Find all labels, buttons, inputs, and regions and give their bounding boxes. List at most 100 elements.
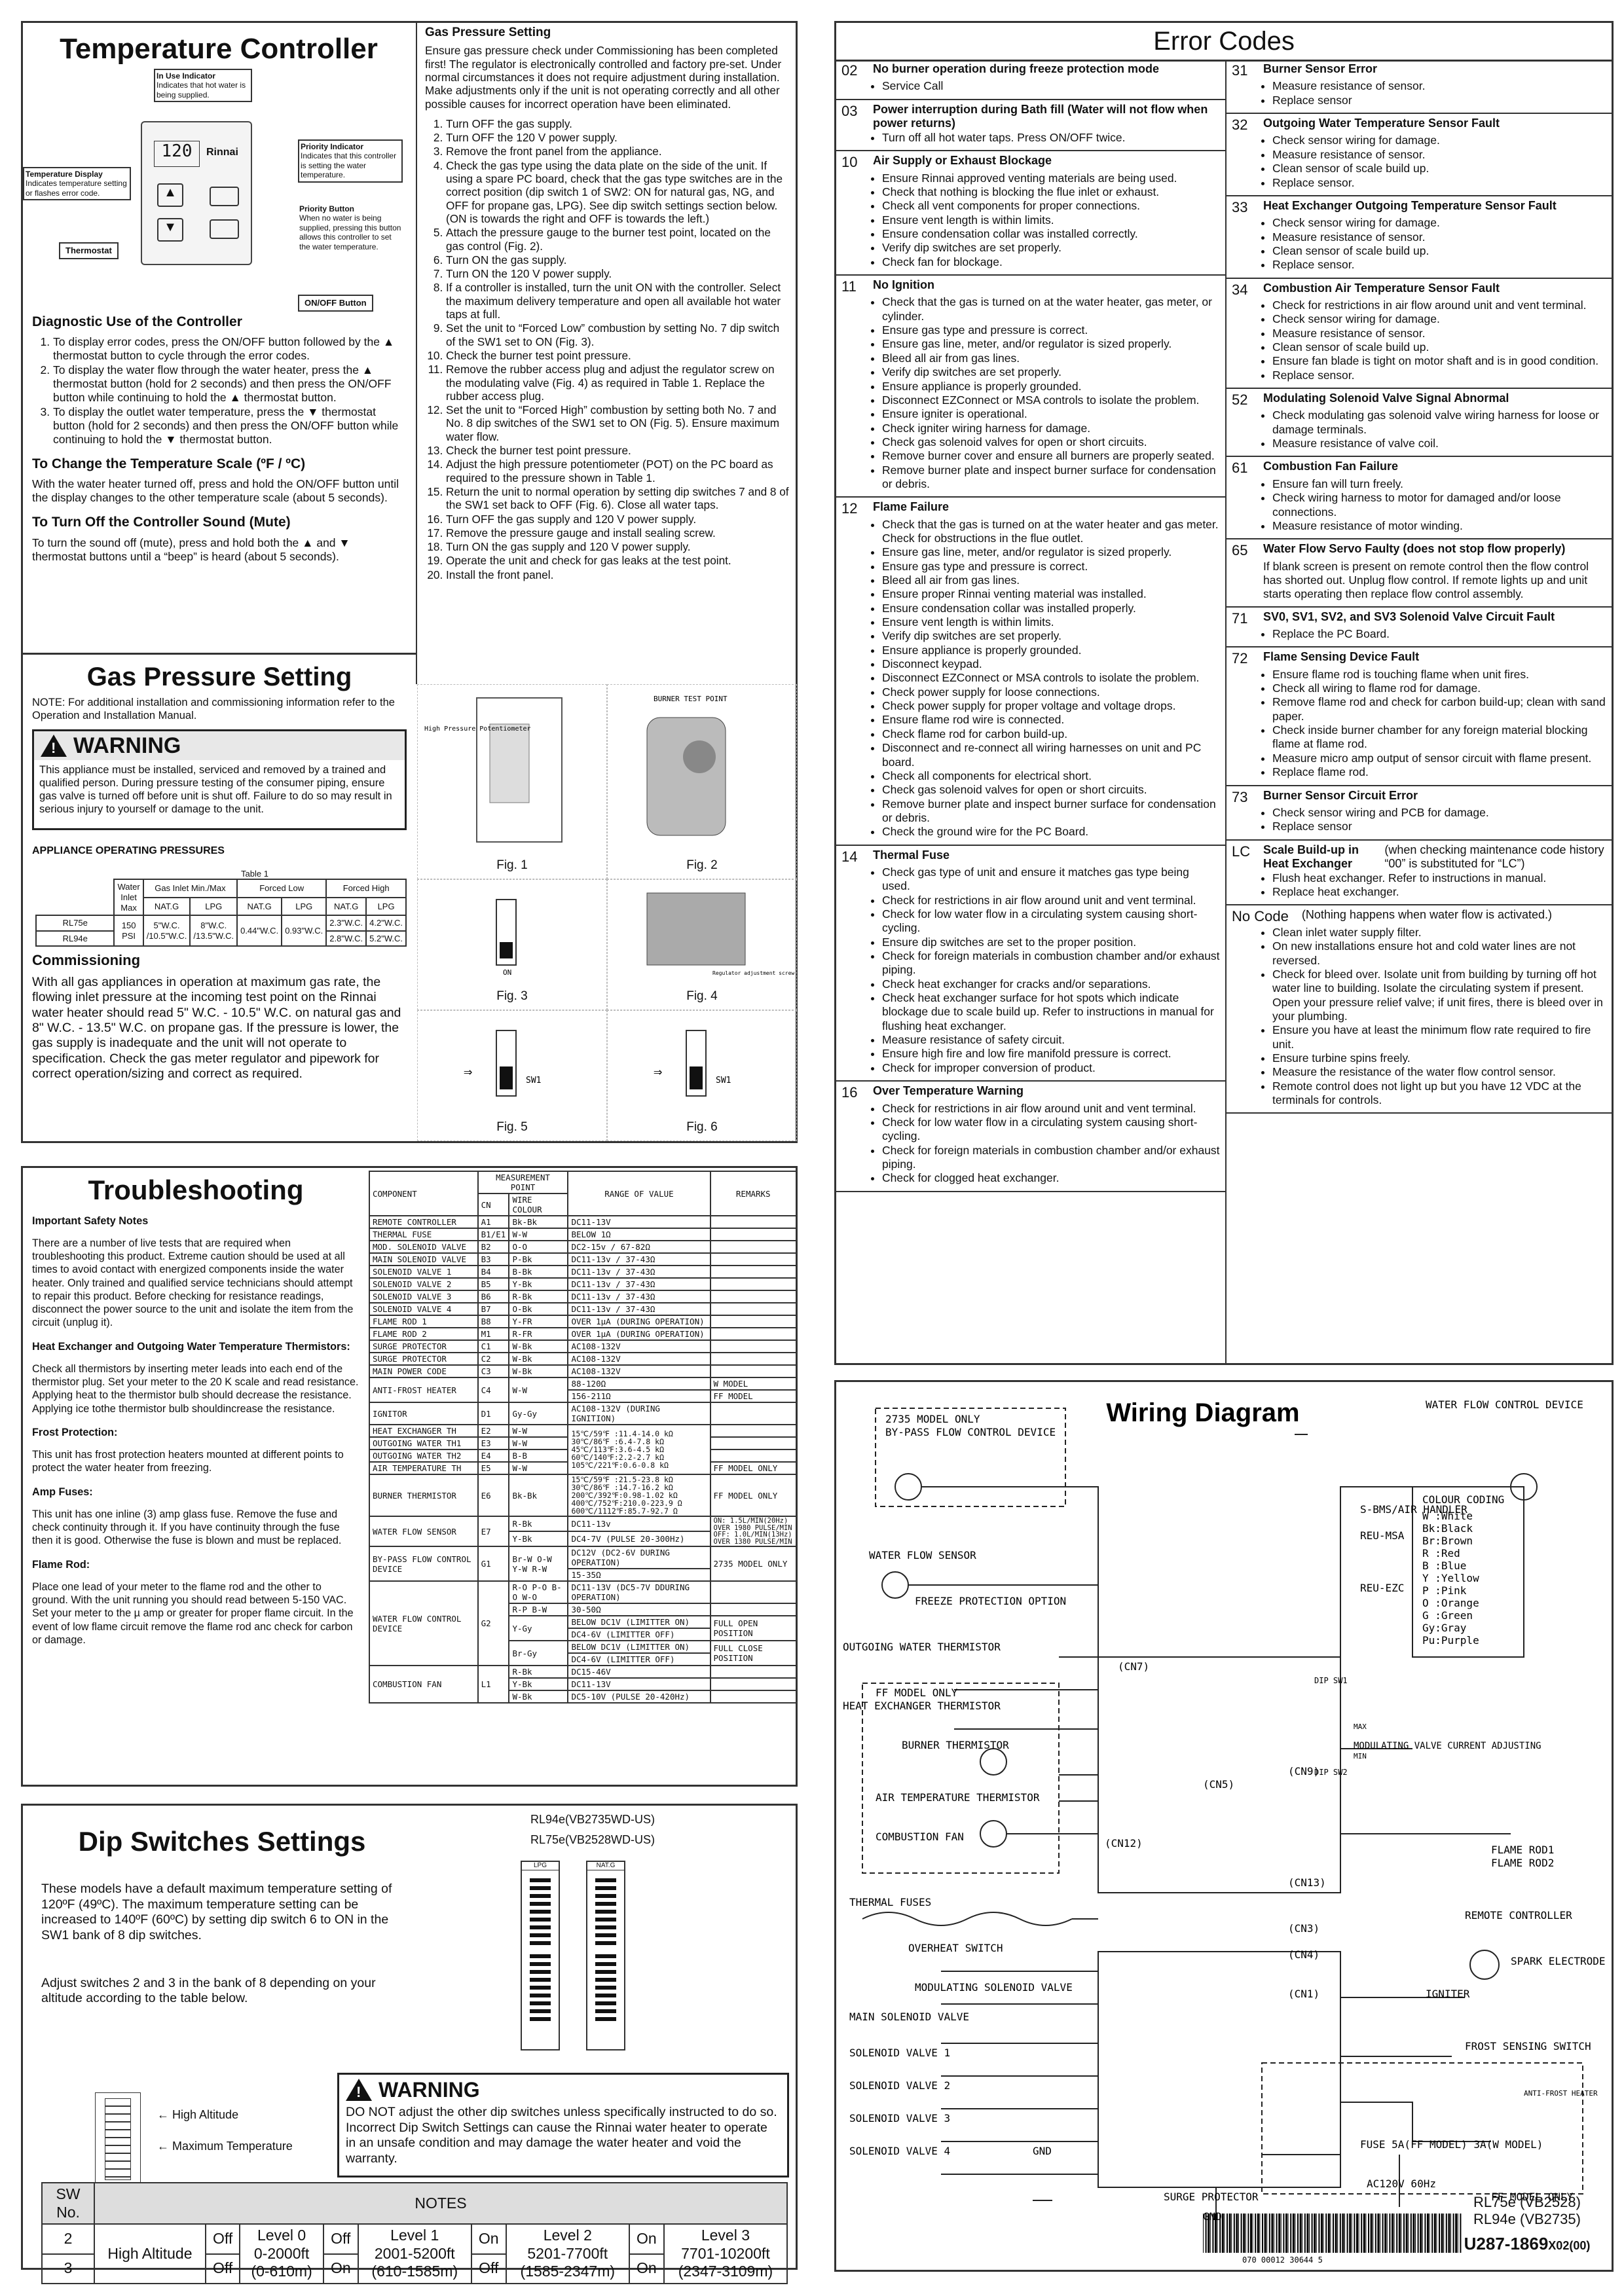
dip-switch-panel: Dip Switches Settings These models have …	[21, 1804, 798, 2284]
label-cn3: (CN3)	[1288, 1922, 1320, 1935]
thermostat-down-button[interactable]: ▼	[157, 218, 183, 242]
table-cell: B8	[477, 1315, 510, 1328]
label-mainsv: MAIN SOLENOID VALVE	[849, 2011, 969, 2023]
barcode-bar	[1238, 2214, 1239, 2253]
label-sv4: SOLENOID VALVE 4	[849, 2145, 950, 2157]
barcode-bar	[1415, 2214, 1416, 2253]
barcode-bar	[1255, 2214, 1257, 2253]
table-cell: AC108-132V	[567, 1352, 711, 1366]
text: LPG	[365, 896, 407, 917]
priority-button[interactable]	[210, 187, 239, 206]
text: R-Bk	[508, 1516, 569, 1533]
text: High Altitude	[172, 2108, 239, 2121]
table-cell: B3	[477, 1252, 510, 1266]
text: Y-Bk	[508, 1677, 569, 1692]
fig-1: High Pressure Potentiometer Fig. 1	[417, 684, 607, 879]
barcode-bar	[1264, 2214, 1266, 2253]
text: 0.44"W.C.	[236, 915, 283, 947]
table-cell	[709, 1315, 797, 1328]
error-code: 11	[841, 278, 857, 295]
thermostat-up-button[interactable]: ▲	[157, 183, 183, 207]
barcode-bar	[1384, 2214, 1387, 2253]
error-code: 72	[1232, 650, 1248, 667]
table-cell: SOLENOID VALVE 4	[369, 1302, 479, 1316]
barcode-bar	[1268, 2214, 1270, 2253]
error-action: Replace flame rod.	[1272, 765, 1606, 779]
error-action: Replace sensor	[1272, 94, 1606, 107]
error-actions: Replace the PC Board.	[1232, 627, 1606, 641]
value-line: 30℃/86℉ :6.4-7.8 kΩ	[571, 1436, 664, 1446]
barcode-bar	[1233, 2214, 1235, 2253]
barcode-bar	[1361, 2214, 1363, 2253]
text: Priority Indicator	[301, 142, 364, 151]
label-msa: REU-MSA	[1360, 1529, 1405, 1542]
text: NOTES	[94, 2181, 788, 2225]
sw1-label: SW1	[526, 1076, 541, 1085]
table-cell: THERMAL FUSE	[369, 1228, 479, 1241]
error-action: Ensure vent length is within limits.	[882, 615, 1220, 629]
barcode-bar	[1314, 2214, 1316, 2253]
value-line: OVER 1980 PULSE/MIN	[713, 1523, 792, 1532]
barcode-bar	[1243, 2214, 1246, 2253]
label-ezc: REU-EZC	[1360, 1582, 1404, 1594]
error-action: Measure resistance of sensor.	[1272, 148, 1606, 162]
error-action: Ensure dip switches are set to the prope…	[882, 936, 1220, 949]
table-cell: DC11-13V	[567, 1215, 711, 1229]
table-cell: B4	[477, 1265, 510, 1279]
barcode-bar	[1259, 2214, 1261, 2253]
gas-temperature-panel: Temperature Controller 120 Rinnai ▲ ▼ In…	[21, 21, 832, 1143]
high-altitude-label: ← High Altitude	[157, 2108, 239, 2121]
text: 0-2000ft	[253, 2244, 310, 2262]
error-code: 10	[841, 154, 858, 171]
fig-5: ⇒SW1 Fig. 5	[417, 1010, 607, 1141]
text: LPG	[281, 896, 327, 917]
barcode-bar	[1283, 2214, 1285, 2253]
barcode-bar	[1330, 2214, 1331, 2253]
label-ff-only: FF MODEL ONLY	[876, 1686, 958, 1699]
model-rl94e: RL94e (VB2735)	[1473, 2211, 1581, 2228]
text: CN	[477, 1193, 510, 1216]
error-action: Measure resistance of sensor.	[1272, 327, 1606, 340]
text: R-O P-O B-O W-O	[508, 1580, 569, 1605]
text: Indicates that this controller is settin…	[301, 151, 397, 180]
error-action: Check power supply for proper voltage an…	[882, 699, 1220, 713]
barcode-bar	[1344, 2214, 1345, 2253]
table-cell: DC11-13v / 37-43Ω	[567, 1277, 711, 1291]
label-outgoing: OUTGOING WATER THERMISTOR	[843, 1641, 1001, 1653]
error-action: Check for foreign materials in combustio…	[882, 1144, 1220, 1172]
on-label: ON	[503, 968, 511, 977]
text: On	[322, 2253, 359, 2284]
model-rl75e: RL75e (VB2528)	[1473, 2194, 1581, 2210]
max-temp-label: ← Maximum Temperature	[157, 2140, 293, 2153]
error-title: No Ignition	[873, 278, 934, 292]
error-action: Check for low water flow in a circulatin…	[882, 907, 1220, 936]
warning-title: WARNING	[73, 733, 181, 758]
gas-step: Turn OFF the gas supply and 120 V power …	[446, 513, 792, 526]
barcode-bar	[1217, 2214, 1218, 2253]
colour-code: Pu:Purple	[1422, 1634, 1479, 1647]
error-code: 32	[1232, 117, 1248, 134]
barcode-bar	[1339, 2214, 1341, 2253]
text: 0.93"W.C.	[281, 915, 327, 947]
error-title: Modulating Solenoid Valve Signal Abnorma…	[1263, 392, 1509, 405]
value-line: OFF: 1.0L/MIN(13Hz)	[713, 1531, 792, 1539]
barcode-bar	[1287, 2214, 1289, 2253]
label-max: MAX	[1354, 1722, 1367, 1731]
warning-text: This appliance must be installed, servic…	[39, 764, 392, 815]
text: OUTGOING WATER TH1	[369, 1436, 479, 1450]
wiring-diagram: Wiring Diagram 2735 MODEL ONLY BY-PASS F…	[843, 1398, 1606, 2265]
table-cell: DC11-13v / 37-43Ω	[567, 1252, 711, 1266]
error-action: Remote control does not light up but you…	[1272, 1080, 1606, 1108]
text: (610-1585m)	[371, 2263, 458, 2280]
onoff-button[interactable]	[210, 219, 239, 239]
